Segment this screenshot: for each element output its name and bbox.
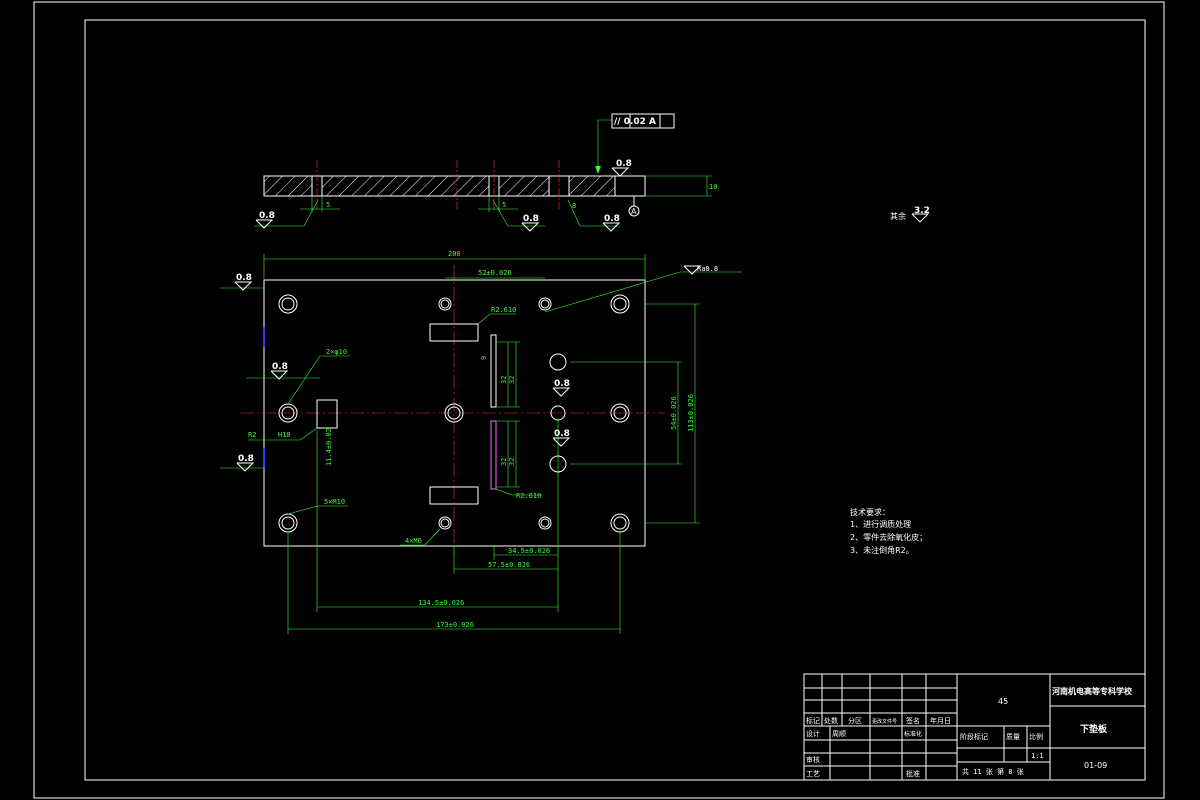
- part-name: 下垫板: [1080, 723, 1108, 735]
- title-block-text: 45 河南机电高等专科学校 下垫板 01-09 标记 处数 分区 更改文件号 签…: [806, 686, 1133, 778]
- corner-hole-bl: [278, 513, 298, 533]
- dim-bottom-d: 173±0.026: [436, 621, 474, 629]
- center-hole: [444, 403, 464, 423]
- datum-a: A: [631, 207, 637, 216]
- hdr-sign: 签名: [906, 716, 920, 725]
- tech-item-2: 2、零件去除氧化皮；: [850, 532, 927, 542]
- design-label: 设计: [806, 729, 820, 738]
- section-roughness-left: 0.8: [259, 211, 275, 221]
- callout-5-holes: 5×M10: [324, 498, 345, 506]
- hdr-zone: 分区: [848, 716, 862, 725]
- hdr-doc: 更改文件号: [872, 718, 897, 725]
- callout-2-holes: 2×φ10: [326, 348, 347, 356]
- plan-roughness-1: 0.8: [236, 273, 252, 283]
- section-small-dim: 8: [572, 202, 576, 210]
- plan-roughness-2: 0.8: [272, 362, 288, 372]
- drawing-no: 01-09: [1084, 761, 1107, 770]
- tech-requirements: 技术要求： 1、进行调质处理 2、零件去除氧化皮； 3、未注倒角R2。: [850, 507, 927, 555]
- std-label: 标准化: [904, 730, 922, 738]
- dim-slot-d: 32: [508, 458, 516, 466]
- small-hole-3: [438, 516, 452, 530]
- school-name: 河南机电高等专科学校: [1052, 686, 1133, 696]
- other-note-ra: 3.2: [914, 206, 930, 216]
- section-roughness-right: 0.8: [604, 214, 620, 224]
- title-block: [803, 673, 1146, 781]
- section-view: 10 // 0.02 A 0.8 A 5 5 8 0.8 0.8 0.8: [254, 113, 717, 232]
- other-roughness-note: 其余 3.2: [890, 206, 930, 223]
- hdr-date: 年月日: [930, 716, 951, 725]
- small-hole-4: [538, 516, 552, 530]
- flatness-tol: // 0.02 A: [614, 117, 656, 127]
- tech-title: 技术要求：: [850, 507, 890, 517]
- dim-bottom-a: 34.5±0.026: [508, 547, 550, 555]
- plan-roughness-5: 0.8: [554, 429, 570, 439]
- pin-hole-1: [549, 353, 567, 371]
- outer-border: [33, 1, 1165, 799]
- small-hole-2: [538, 297, 552, 311]
- plan-roughness-3: 0.8: [238, 454, 254, 464]
- corner-hole-tl: [278, 294, 298, 314]
- process-label: 工艺: [806, 770, 820, 778]
- pocket-bottom: [429, 486, 479, 505]
- stage-label: 阶段标记: [960, 732, 988, 741]
- radius-bottom: R2.610: [516, 492, 541, 500]
- dim-height-outer: 113±0.026: [687, 394, 695, 432]
- gap-dim-2: 5: [502, 201, 506, 209]
- material: 45: [998, 697, 1008, 706]
- approve-label: 批准: [906, 769, 920, 778]
- section-roughness-mid: 0.8: [523, 214, 539, 224]
- dim-height-inner: 54±0.026: [670, 396, 678, 430]
- corner-hole-br: [610, 513, 630, 533]
- plan-ra-note: Ra0.8: [697, 265, 718, 273]
- plan-view: 200 52±0.026 113±0.026: [220, 250, 742, 634]
- dim-bottom-b: 57.5±0.026: [488, 561, 530, 569]
- pocket-top: [429, 323, 479, 342]
- corner-hole-tr: [610, 294, 630, 314]
- section-right-plain: [614, 175, 646, 197]
- radius-top: R2.610: [491, 306, 516, 314]
- side-pocket: [316, 399, 338, 429]
- sheet-count: 共 11 张 第 8 张: [962, 767, 1024, 776]
- designer: 周顺: [832, 730, 846, 738]
- small-hole-1: [438, 297, 452, 311]
- inner-border: [84, 19, 1146, 781]
- callout-h10: H10: [278, 431, 291, 439]
- dim-top-spacing: 52±0.026: [478, 269, 512, 277]
- callout-side-small: 11.4±0.02: [325, 428, 333, 466]
- slot-bottom: [490, 420, 497, 490]
- tech-item-1: 1、进行调质处理: [850, 519, 911, 529]
- other-note: 其余: [890, 211, 906, 221]
- plan-roughness-4: 0.8: [554, 379, 570, 389]
- corner-hole-mr: [610, 403, 630, 423]
- section-roughness-top: 0.8: [616, 159, 632, 169]
- gap-dim-1: 5: [326, 201, 330, 209]
- hdr-mark: 标记: [806, 716, 820, 725]
- callout-4-holes: 4×M6: [405, 537, 422, 545]
- tech-item-3: 3、未注倒角R2。: [850, 545, 914, 555]
- thickness-dim: 10: [709, 183, 717, 191]
- dim-slot-b: 32: [508, 376, 516, 384]
- review-label: 审核: [806, 755, 820, 764]
- dim-slot-c: 32: [500, 458, 508, 466]
- scale-value: 1:1: [1031, 752, 1044, 760]
- hdr-count: 处数: [824, 716, 838, 725]
- dim-slot-a: 32: [500, 376, 508, 384]
- dim-nine: 9: [480, 356, 488, 360]
- slot-top: [490, 334, 497, 408]
- flatness-frame: [611, 113, 675, 129]
- scale-label: 比例: [1029, 732, 1043, 741]
- callout-r2: R2: [248, 431, 256, 439]
- dim-overall-width: 200: [448, 250, 461, 258]
- dim-bottom-c: 134.5±0.026: [418, 599, 464, 607]
- weight-label: 质量: [1006, 732, 1020, 741]
